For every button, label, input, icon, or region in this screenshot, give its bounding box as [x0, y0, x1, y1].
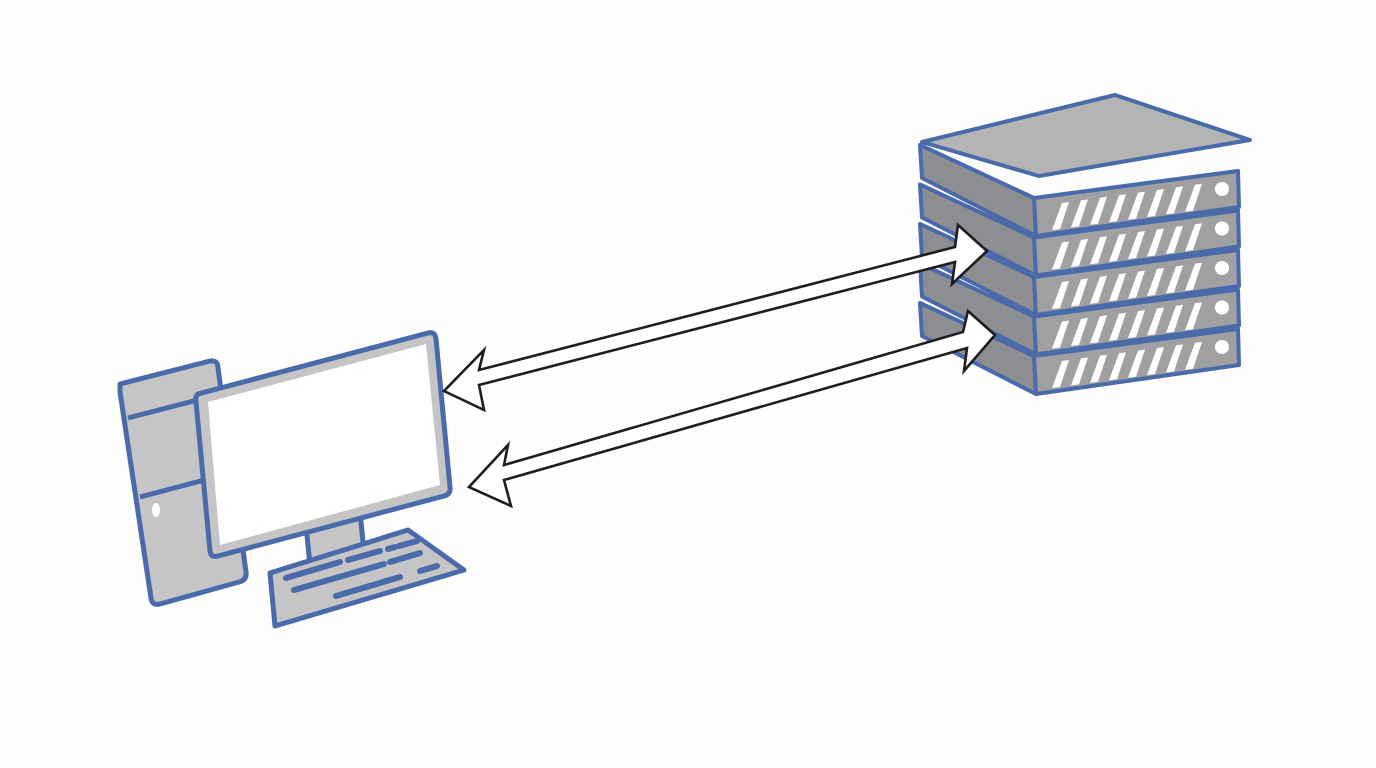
- desktop-computer-icon: [117, 330, 467, 629]
- vent-stripe: [1090, 236, 1107, 265]
- vent-stripe: [1128, 231, 1145, 260]
- server-vent-stripes: [1052, 341, 1202, 388]
- vent-stripe: [1052, 202, 1069, 230]
- server-unit: [918, 143, 1241, 238]
- server-vent-stripes: [1052, 262, 1202, 309]
- vent-stripe: [1071, 278, 1088, 307]
- vent-stripe: [1090, 196, 1107, 225]
- vent-stripe: [1147, 268, 1164, 296]
- vent-stripe: [1071, 317, 1088, 346]
- vent-stripe: [1128, 310, 1145, 339]
- server-status-light: [1215, 261, 1229, 275]
- vent-stripe: [1166, 304, 1183, 333]
- vent-stripe: [1071, 238, 1088, 267]
- vent-stripe: [1128, 191, 1145, 220]
- server-vent-stripes: [1052, 183, 1202, 230]
- vent-stripe: [1166, 225, 1183, 254]
- vent-stripe: [1052, 281, 1069, 309]
- vent-stripe: [1185, 223, 1202, 252]
- server-unit: [918, 261, 1241, 357]
- server-status-light: [1215, 182, 1229, 196]
- keyboard-keys: [283, 538, 440, 599]
- tower-drive-bay-line: [127, 395, 206, 421]
- vent-stripe: [1109, 233, 1126, 262]
- server-vent-stripes: [1052, 223, 1202, 270]
- bidirectional-arrow-lower: [466, 308, 997, 509]
- vent-stripe: [1166, 186, 1183, 215]
- vent-stripe: [1090, 315, 1107, 344]
- server-status-light: [1215, 340, 1229, 354]
- server-vent-stripes: [1052, 302, 1202, 349]
- vent-stripe: [1147, 307, 1164, 336]
- vent-stripe: [1052, 320, 1069, 349]
- bidirectional-arrow-upper: [441, 222, 989, 413]
- server-unit: [918, 182, 1241, 278]
- server-status-light: [1215, 221, 1229, 236]
- vent-stripe: [1147, 228, 1164, 257]
- monitor-screen: [208, 344, 440, 545]
- vent-stripe: [1109, 194, 1126, 223]
- vent-stripe: [1109, 352, 1126, 381]
- vent-stripe: [1090, 275, 1107, 304]
- vent-stripe: [1071, 357, 1088, 386]
- vent-stripe: [1128, 349, 1145, 378]
- vent-stripe: [1185, 183, 1202, 212]
- connection-arrows: [441, 222, 997, 509]
- vent-stripe: [1166, 265, 1183, 294]
- vent-stripe: [1147, 189, 1164, 217]
- server-status-light: [1215, 300, 1229, 315]
- vent-stripe: [1052, 241, 1069, 270]
- vent-stripe: [1052, 360, 1069, 388]
- vent-stripe: [1128, 270, 1145, 299]
- vent-stripe: [1166, 344, 1183, 373]
- vent-stripe: [1185, 262, 1202, 291]
- vent-stripe: [1071, 199, 1088, 228]
- vent-stripe: [1185, 341, 1202, 370]
- keyboard: [267, 527, 467, 629]
- server-unit: [918, 222, 1241, 317]
- vent-stripe: [1147, 347, 1164, 375]
- vent-stripe: [1185, 302, 1202, 331]
- server-top-face: [920, 93, 1252, 178]
- vent-stripe: [1109, 312, 1126, 341]
- tower-panel-line: [139, 475, 213, 500]
- vent-stripe: [1109, 273, 1126, 302]
- tower-power-button: [152, 503, 160, 517]
- vent-stripe: [1090, 354, 1107, 383]
